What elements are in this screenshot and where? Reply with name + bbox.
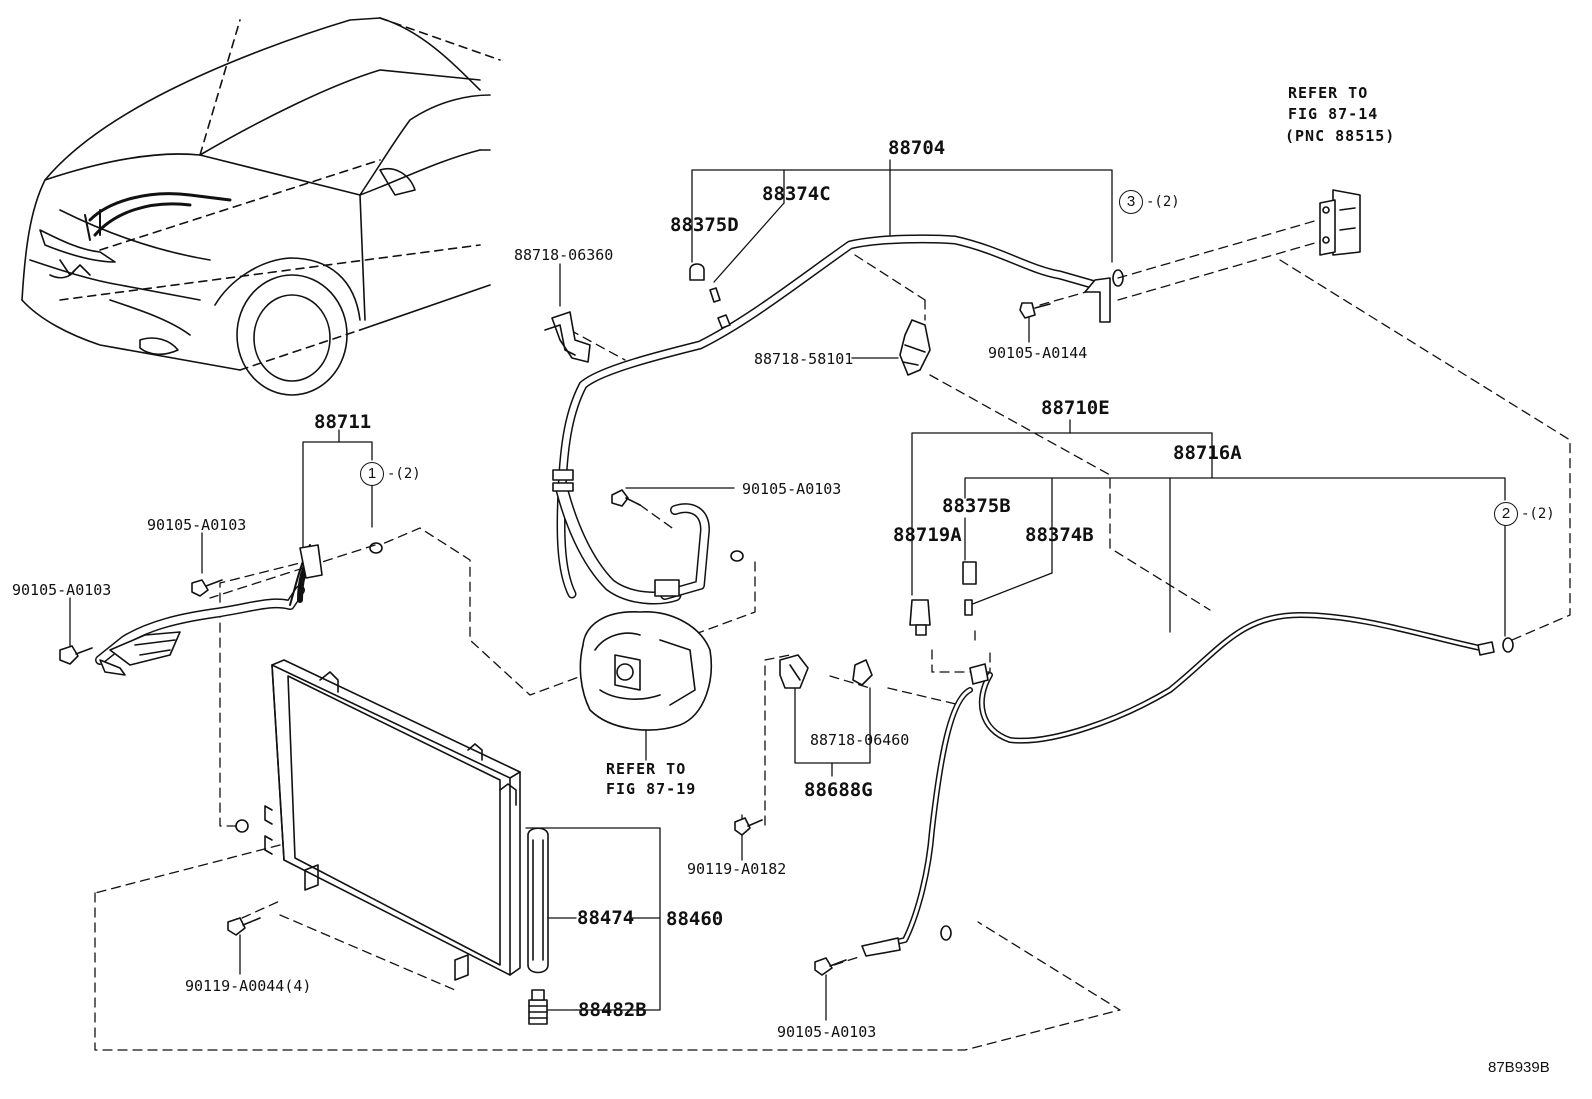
refer-label-87-14-line3: (PNC 88515) [1285,127,1396,145]
part-label-90119-a0182: 90119-A0182 [687,860,787,878]
part-label-90105-a0103-upper-left: 90105-A0103 [147,516,247,534]
dashed-assembly-lines [95,220,1570,1050]
components [60,190,1513,1024]
part-label-88704: 88704 [888,137,946,159]
part-label-88374b: 88374B [1025,524,1094,546]
callout-circle-1: 1 [360,462,384,486]
part-label-88718-06460: 88718-06460 [810,731,910,749]
part-label-90105-a0103-left: 90105-A0103 [12,581,112,599]
part-label-88711: 88711 [314,411,372,433]
refer-label-87-14-line1: REFER TO [1288,84,1369,102]
part-label-88375b: 88375B [942,495,1011,517]
part-label-88482b: 88482B [578,999,647,1021]
part-label-88460: 88460 [666,908,724,930]
callout-circle-2: 2 [1494,502,1518,526]
callout-qty-1: -(2) [387,466,421,482]
callout-qty-3: -(2) [1146,194,1180,210]
part-label-88719a: 88719A [893,524,962,546]
part-label-88718-06360: 88718-06360 [514,246,614,264]
part-label-88688g: 88688G [804,779,873,801]
pipes-and-hoses [100,239,1494,956]
part-label-88710e: 88710E [1041,397,1110,419]
bolts [60,303,1050,975]
vehicle-outline [22,18,500,395]
part-label-88718-58101: 88718-58101 [754,350,854,368]
callout-circle-3: 3 [1119,190,1143,214]
o-rings [236,270,1513,940]
part-label-90105-a0103-center: 90105-A0103 [742,480,842,498]
part-label-88716a: 88716A [1173,442,1242,464]
refer-label-87-19-line2: FIG 87-19 [606,780,697,798]
refer-label-87-14-line2: FIG 87-14 [1288,105,1379,123]
part-label-90119-a0044: 90119-A0044(4) [185,977,312,995]
part-label-88374c: 88374C [762,183,831,205]
part-label-88474: 88474 [577,907,635,929]
refer-label-87-19-line1: REFER TO [606,760,687,778]
callout-qty-2: -(2) [1521,506,1555,522]
figure-code: 87B939B [1488,1059,1550,1076]
part-label-88375d: 88375D [670,214,739,236]
leader-lines [70,160,1505,1020]
part-label-90105-a0103-bottom: 90105-A0103 [777,1023,877,1041]
part-label-90105-a0144: 90105-A0144 [988,344,1088,362]
service-valves [690,264,988,684]
